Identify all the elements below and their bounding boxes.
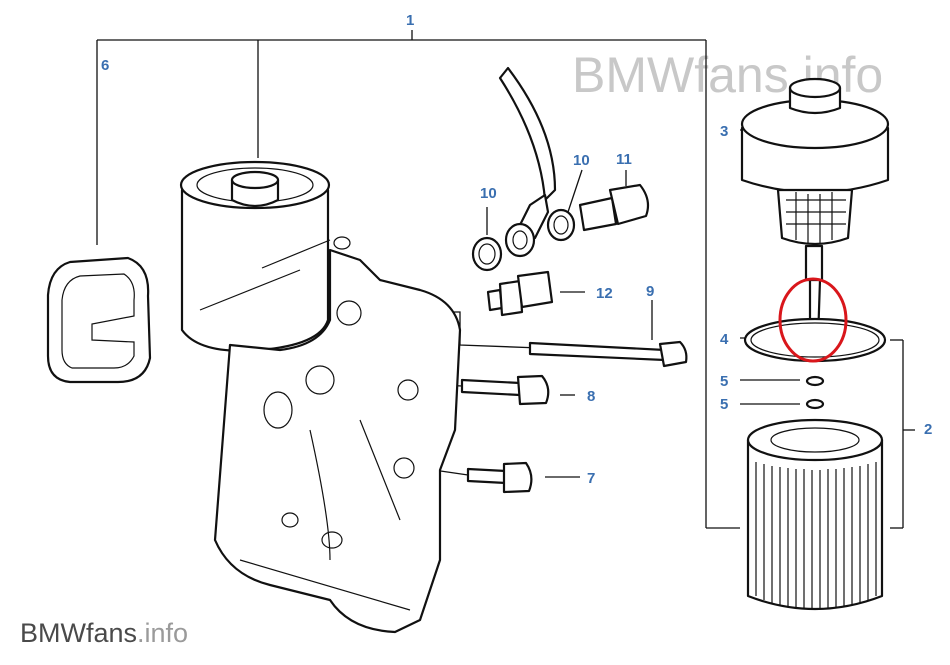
callout-4: 4 [720,331,729,348]
callout-5-lower: 5 [720,396,728,413]
callout-10-left: 10 [480,185,497,202]
watermark-bottom: BMWfans.info [20,618,188,648]
watermark-brand: BMWfans [20,618,137,648]
o-ring-part [743,317,887,363]
callout-6: 6 [101,57,109,74]
callout-8: 8 [587,388,595,405]
bolt-7-part [466,461,533,494]
filter-housing-part [179,160,462,634]
bolt-8-part [460,374,550,406]
callout-3: 3 [720,123,728,140]
callout-11: 11 [616,151,632,168]
filter-cap-part [740,77,890,342]
small-seal-lower-part [805,398,825,410]
sensor-part [486,270,554,317]
callout-1: 1 [406,12,414,29]
banjo-fitting-part [504,222,536,258]
callout-2: 2 [924,421,932,438]
callout-12: 12 [596,285,613,302]
watermark-suffix: .info [137,618,188,648]
callout-2-bracket [890,339,915,529]
callout-5-upper: 5 [720,373,728,390]
small-seal-upper-part [805,375,825,387]
washer-10-right-part [546,208,576,242]
filter-element-part [746,418,884,611]
washer-10-left-part [471,236,503,272]
callout-10-right: 10 [573,152,590,169]
banjo-bolt-part [578,183,650,232]
gasket-part [46,256,152,384]
callout-1-bracket [96,30,740,529]
long-bolt-part [528,340,688,368]
callout-9: 9 [646,283,654,300]
callout-7: 7 [587,470,595,487]
highlight-circle [778,277,848,363]
oil-pipe-part [498,66,557,240]
